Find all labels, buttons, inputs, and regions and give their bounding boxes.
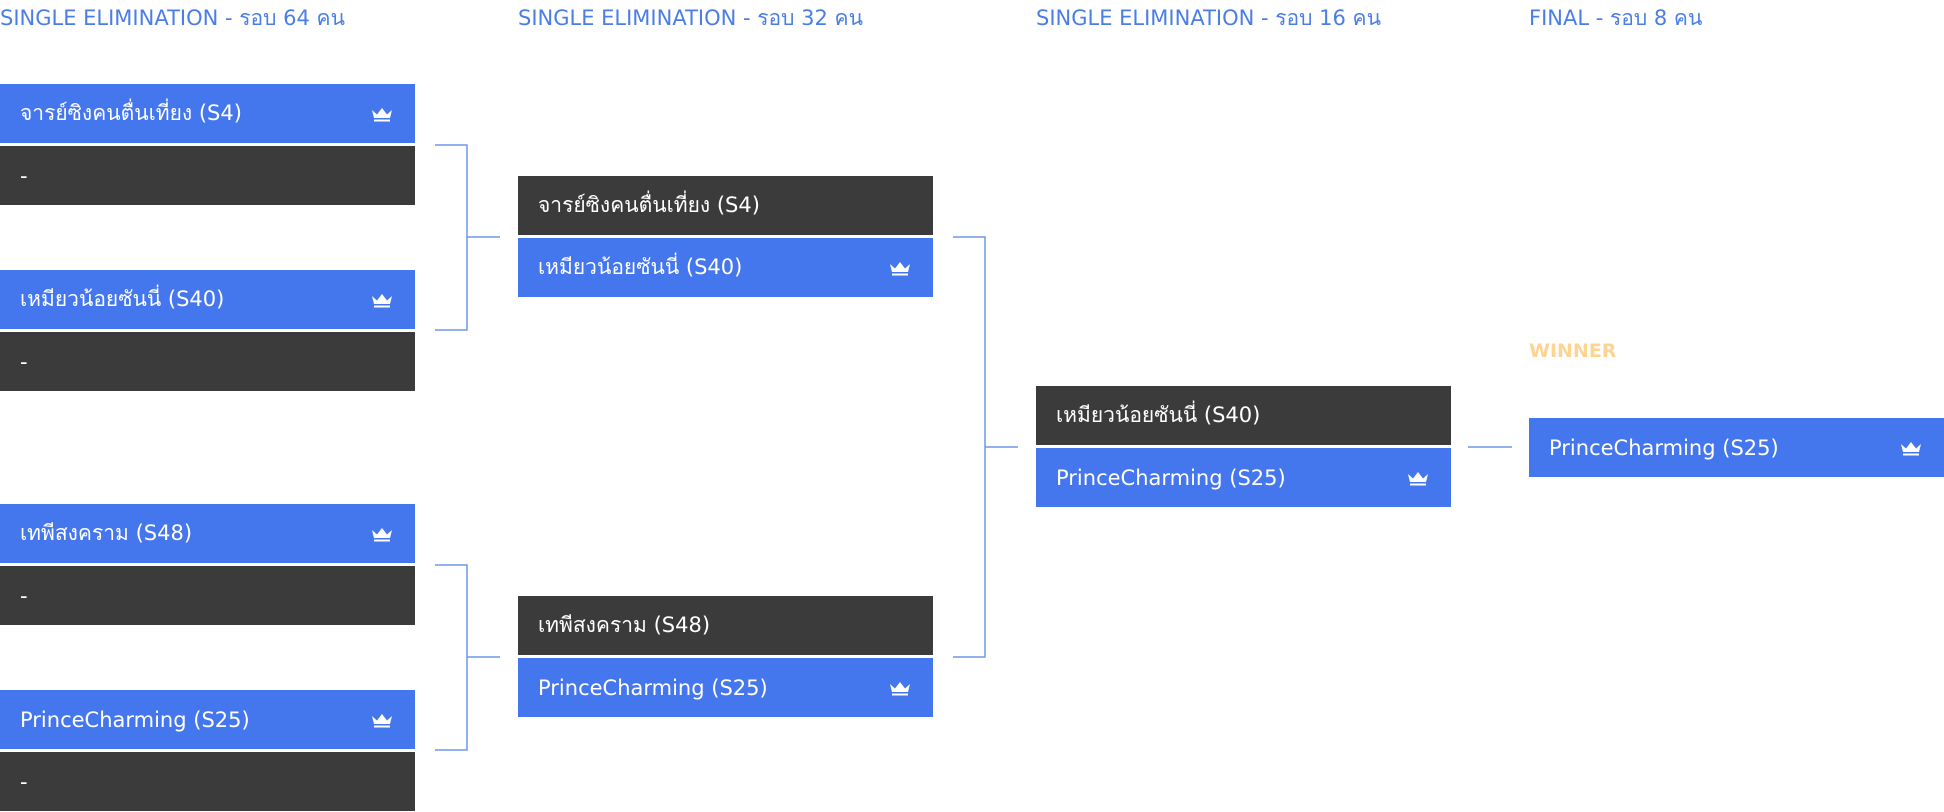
player-name: เหมียวน้อยซันนี่ (S40) xyxy=(1056,403,1261,427)
bracket-slot[interactable]: เหมียวน้อยซันนี่ (S40) xyxy=(1036,386,1451,445)
round-title-64: SINGLE ELIMINATION - รอบ 64 คน xyxy=(0,6,345,30)
player-name: เทพีสงคราม (S48) xyxy=(538,613,711,637)
bracket-slot[interactable]: PrinceCharming (S25) xyxy=(0,690,415,749)
player-name: - xyxy=(20,163,28,188)
bracket-slot[interactable]: PrinceCharming (S25) xyxy=(1036,448,1451,507)
connector-line xyxy=(953,236,1018,658)
player-name: PrinceCharming (S25) xyxy=(1056,465,1286,490)
connector-line xyxy=(435,564,500,751)
crown-icon xyxy=(890,681,910,695)
connector-line xyxy=(435,144,500,331)
player-name: จารย์ซิงคนตื่นเที่ยง (S4) xyxy=(538,193,760,217)
crown-icon xyxy=(372,293,392,307)
bracket-slot[interactable]: จารย์ซิงคนตื่นเที่ยง (S4) xyxy=(0,84,415,143)
bracket-slot[interactable]: - xyxy=(0,146,415,205)
player-name: - xyxy=(20,769,28,794)
bracket-slot[interactable]: PrinceCharming (S25) xyxy=(518,658,933,717)
crown-icon xyxy=(372,527,392,541)
round-title-16: SINGLE ELIMINATION - รอบ 16 คน xyxy=(1036,6,1381,30)
player-name: - xyxy=(20,583,28,608)
player-name: เหมียวน้อยซันนี่ (S40) xyxy=(20,287,225,311)
bracket-slot[interactable]: เทพีสงคราม (S48) xyxy=(0,504,415,563)
crown-icon xyxy=(1901,441,1921,455)
bracket-slot[interactable]: จารย์ซิงคนตื่นเที่ยง (S4) xyxy=(518,176,933,235)
winner-label: WINNER xyxy=(1529,340,1617,362)
champion-slot[interactable]: PrinceCharming (S25) xyxy=(1529,418,1944,477)
crown-icon xyxy=(890,261,910,275)
bracket-slot[interactable]: - xyxy=(0,332,415,391)
crown-icon xyxy=(372,713,392,727)
crown-icon xyxy=(372,107,392,121)
player-name: - xyxy=(20,349,28,374)
player-name: PrinceCharming (S25) xyxy=(1549,435,1779,460)
round-title-final: FINAL - รอบ 8 คน xyxy=(1529,6,1703,30)
player-name: เหมียวน้อยซันนี่ (S40) xyxy=(538,255,743,279)
crown-icon xyxy=(1408,471,1428,485)
bracket-slot[interactable]: เทพีสงคราม (S48) xyxy=(518,596,933,655)
round-title-32: SINGLE ELIMINATION - รอบ 32 คน xyxy=(518,6,863,30)
bracket-slot[interactable]: เหมียวน้อยซันนี่ (S40) xyxy=(0,270,415,329)
player-name: เทพีสงคราม (S48) xyxy=(20,521,193,545)
bracket-slot[interactable]: - xyxy=(0,566,415,625)
player-name: PrinceCharming (S25) xyxy=(20,707,250,732)
player-name: PrinceCharming (S25) xyxy=(538,675,768,700)
player-name: จารย์ซิงคนตื่นเที่ยง (S4) xyxy=(20,101,242,125)
bracket-slot[interactable]: เหมียวน้อยซันนี่ (S40) xyxy=(518,238,933,297)
bracket-slot[interactable]: - xyxy=(0,752,415,811)
